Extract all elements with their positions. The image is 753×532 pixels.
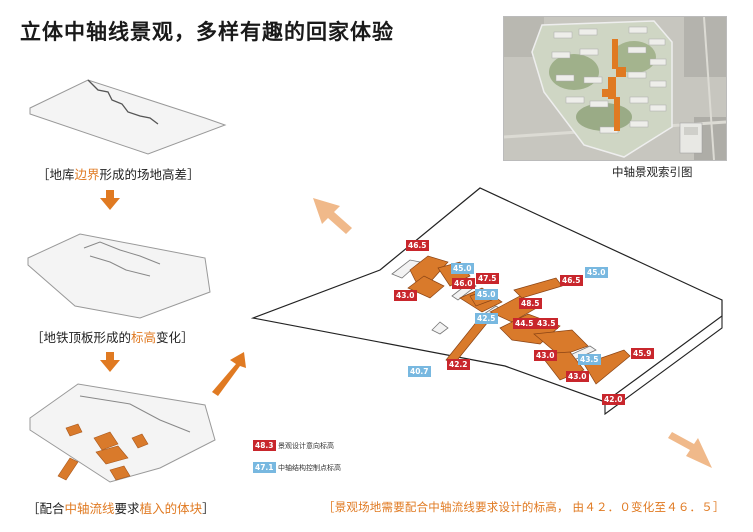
control-elevation-tag: 45.0 <box>585 267 608 278</box>
design-elevation-tag: 46.5 <box>406 240 429 251</box>
index-map-caption: 中轴景观索引图 <box>612 165 693 179</box>
step-arrows <box>100 190 120 372</box>
design-elevation-tag: 47.5 <box>476 273 499 284</box>
design-elevation-tag: 43.0 <box>566 371 589 382</box>
control-elevation-tag: 42.5 <box>475 313 498 324</box>
design-elevation-tag: 43.5 <box>535 318 558 329</box>
step1-diagram <box>29 79 227 155</box>
design-elevation-tag: 46.0 <box>452 278 475 289</box>
elevation-note: ［景观场地需要配合中轴流线要求设计的标高， 由４２．０变化至４６．５］ <box>323 500 725 514</box>
step3-label: ［配合中轴流线要求植入的体块］ <box>27 501 215 516</box>
legend-control-label: 中轴结构控制点标高 <box>278 464 341 472</box>
step-diagrams <box>27 79 227 483</box>
step2-diagram <box>27 233 211 319</box>
design-elevation-tag: 43.0 <box>534 350 557 361</box>
step1-label: ［地库边界形成的场地高差］ <box>37 167 200 182</box>
arrow-southwest <box>212 352 246 396</box>
control-elevation-tag: 45.0 <box>475 289 498 300</box>
legend-design-tag: 48.3 <box>253 440 276 451</box>
legend-control-tag: 47.1 <box>253 462 276 473</box>
design-elevation-tag: 44.5 <box>513 318 536 329</box>
design-elevation-tag: 43.0 <box>394 290 417 301</box>
step3-diagram <box>29 383 216 483</box>
control-elevation-tag: 40.7 <box>408 366 431 377</box>
step2-label: ［地铁顶板形成的标高变化］ <box>31 330 194 345</box>
design-elevation-tag: 46.5 <box>560 275 583 286</box>
design-elevation-tag: 42.2 <box>447 359 470 370</box>
control-elevation-tag: 45.0 <box>451 263 474 274</box>
index-map-image <box>503 16 727 161</box>
page-title: 立体中轴线景观，多样有趣的回家体验 <box>20 20 394 44</box>
design-elevation-tag: 42.0 <box>602 394 625 405</box>
legend-design-label: 景观设计意向标高 <box>278 442 334 450</box>
design-elevation-tag: 45.9 <box>631 348 654 359</box>
control-elevation-tag: 43.5 <box>578 354 601 365</box>
arrow-southeast <box>668 432 712 468</box>
design-elevation-tag: 48.5 <box>519 298 542 309</box>
arrow-northwest <box>313 198 352 234</box>
